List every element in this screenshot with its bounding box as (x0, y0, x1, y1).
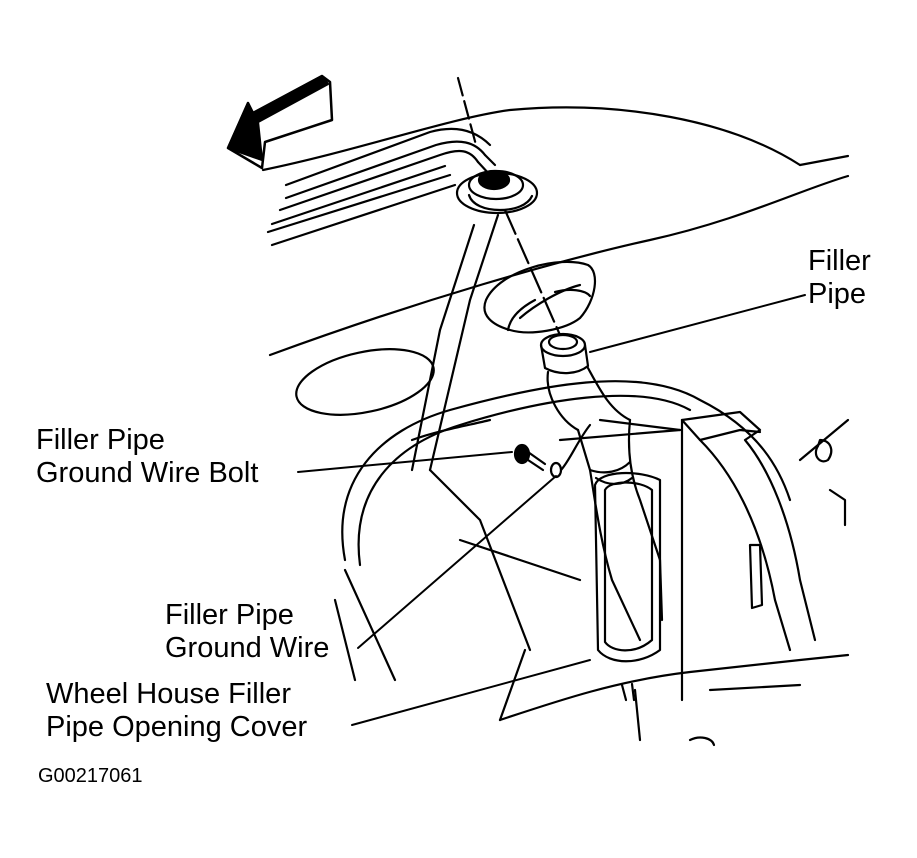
ground-wire-bolt-label: Filler Pipe Ground Wire Bolt (36, 424, 258, 490)
ground-wire-bolt (513, 423, 592, 479)
body-structure-right (428, 410, 850, 747)
ground-wire-label-line1: Filler Pipe (165, 599, 294, 631)
panel-opening (483, 260, 596, 334)
ground-wire-bolt-label-line2: Ground Wire Bolt (36, 457, 259, 489)
filler-pipe-label-line2: Pipe (808, 278, 867, 310)
opening-cover-label-line2: Pipe Opening Cover (46, 711, 308, 743)
opening-cover-label: Wheel House Filler Pipe Opening Cover (46, 678, 307, 744)
direction-arrow-icon (226, 74, 334, 170)
body-panel (261, 106, 850, 357)
figure-id: G00217061 (38, 765, 143, 787)
filler-pipe (539, 332, 664, 642)
opening-cover-label-line1: Wheel House Filler (46, 678, 291, 710)
panel-oval (295, 348, 435, 416)
opening-cover (593, 471, 662, 663)
ground-wire-bolt-label-line1: Filler Pipe (36, 424, 165, 456)
grommet (455, 169, 539, 215)
leader-lines (297, 294, 806, 726)
ground-wire-label: Filler Pipe Ground Wire (165, 599, 329, 665)
filler-pipe-label-line1: Filler (808, 245, 871, 277)
wheel-house (333, 380, 792, 682)
filler-pipe-label: Filler Pipe (808, 245, 871, 311)
ground-wire-label-line2: Ground Wire (165, 632, 330, 664)
